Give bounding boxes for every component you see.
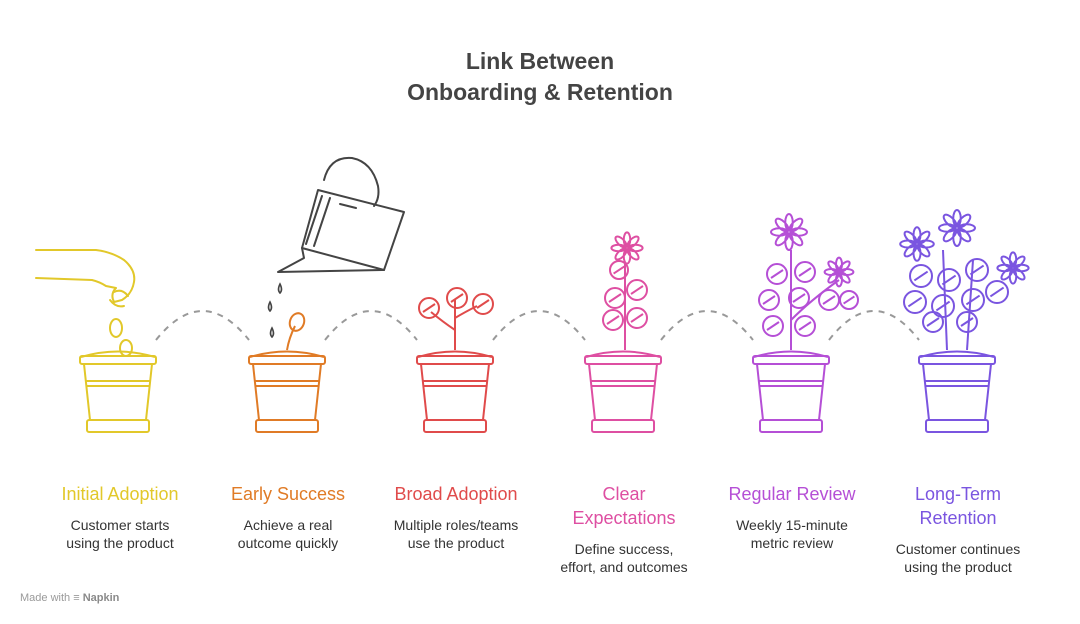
label-line: Retention [919,508,997,528]
step-desc-broad-adoption: Multiple roles/teams use the product [371,516,541,552]
step-desc-initial-adoption: Customer starts using the product [35,516,205,552]
title-line-1: Link Between [465,48,615,74]
mature-plant-pot-icon [918,350,996,433]
footer-credit: Made with ≡ Napkin [20,592,119,604]
dashed-connector [660,310,754,341]
title-line-2: Onboarding & Retention [407,79,673,105]
desc-line: using the product [66,535,174,551]
bushy-plant-pot-icon [752,350,830,433]
footer-brand: Napkin [82,592,120,604]
sprout-pot-icon [248,350,326,433]
desc-line: using the product [904,559,1012,575]
step-label-broad-adoption: Broad Adoption [394,484,518,504]
label-line: Clear [602,484,646,504]
dashed-connector [492,310,586,341]
desc-line: use the product [407,535,505,551]
plants-group [286,209,1030,351]
desc-line: Customer continues [895,541,1021,557]
label-line: Expectations [572,508,676,528]
dashed-connectors [155,310,920,341]
step-label-long-term-retention: Long-Term Retention [873,482,1043,530]
desc-line: effort, and outcomes [560,559,688,575]
dashed-connector [155,310,250,341]
seed-icon [109,318,133,357]
hand-icon [35,249,136,308]
footer-prefix: Made with [20,592,71,604]
napkin-logo-icon: ≡ [73,592,80,604]
dashed-connector [828,310,920,341]
step-label-clear-expectations: Clear Expectations [539,482,709,530]
step-label-initial-adoption: Initial Adoption [61,484,179,504]
step-label-early-success: Early Success [230,484,346,504]
desc-line: Multiple roles/teams [393,517,519,533]
sprout-icon [286,312,306,351]
desc-line: metric review [750,535,834,551]
mature-plant-icon [899,209,1030,351]
flowering-plant-pot-icon [584,350,662,433]
desc-line: Customer starts [70,517,170,533]
water-drops-icon [267,282,283,339]
seed-planting-pot-icon [79,350,157,433]
watering-can-icon [277,156,405,273]
flowering-plant-icon [602,231,648,350]
step-desc-regular-review: Weekly 15-minute metric review [707,516,877,552]
young-plant-icon [418,287,494,350]
step-desc-long-term-retention: Customer continues using the product [873,540,1043,576]
step-desc-clear-expectations: Define success, effort, and outcomes [539,540,709,576]
dashed-connector [324,310,418,341]
pots-group [79,350,996,433]
desc-line: Achieve a real [243,517,333,533]
young-plant-pot-icon [416,350,494,433]
label-line: Long-Term [914,484,1002,504]
step-desc-early-success: Achieve a real outcome quickly [203,516,373,552]
desc-line: Weekly 15-minute [736,517,848,533]
desc-line: outcome quickly [237,535,339,551]
bushy-plant-icon [758,213,859,350]
step-label-regular-review: Regular Review [728,484,856,504]
diagram-title: Link Between Onboarding & Retention [0,46,1080,108]
desc-line: Define success, [574,541,674,557]
